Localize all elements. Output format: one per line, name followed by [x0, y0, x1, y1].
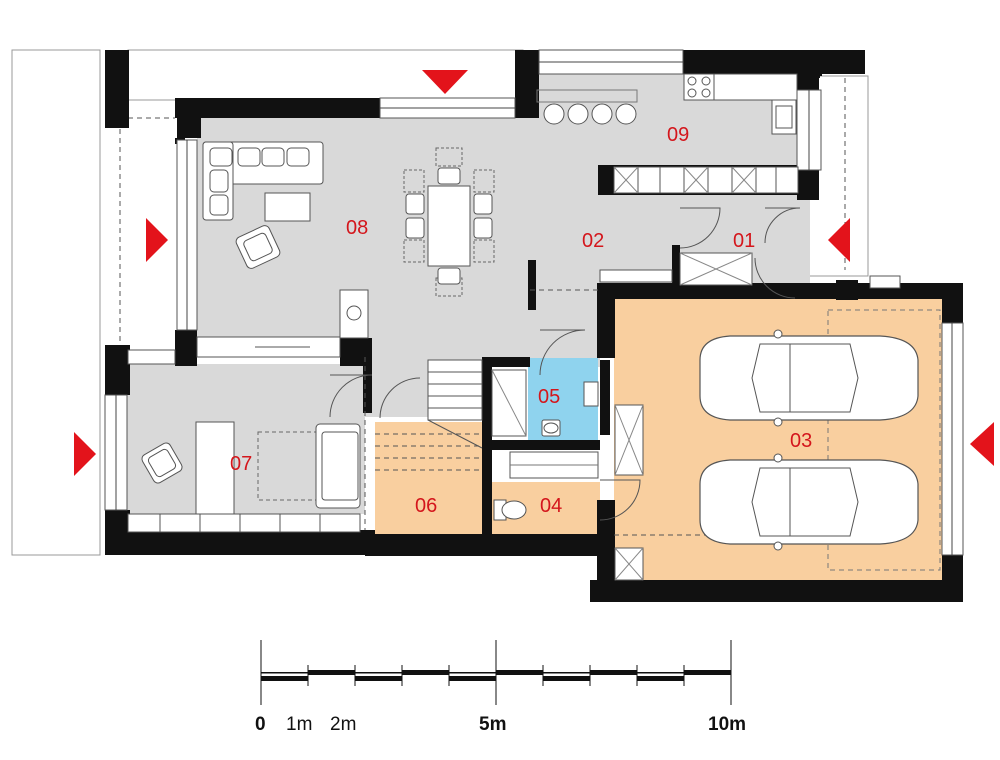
room-label-01: 01: [733, 230, 755, 252]
office-shelf: [127, 513, 361, 533]
toilet-icon: [541, 419, 561, 437]
right-entry-arrow: [828, 218, 850, 262]
room-labels: 01 02 03 04 05 06 07 08 09: [230, 124, 812, 517]
dining-table-icon: [403, 147, 495, 297]
left-lower-arrow: [74, 432, 96, 476]
room-label-04: 04: [540, 495, 562, 517]
scale-label-5m: 5m: [479, 714, 506, 735]
kitchen-counter: [613, 166, 799, 194]
top-arrow: [422, 70, 468, 94]
door-swings: [329, 207, 801, 521]
room-label-03: 03: [790, 430, 812, 452]
car-icon: [699, 453, 919, 551]
left-upper-arrow: [146, 218, 168, 262]
room-label-02: 02: [582, 230, 604, 252]
toilet-icon: [493, 499, 527, 521]
car-icon: [699, 329, 919, 427]
room-label-05: 05: [538, 386, 560, 408]
kitchen-island: [536, 89, 638, 125]
sofa-icon: [202, 141, 324, 221]
armchair-icon: [141, 442, 183, 484]
windows: [104, 49, 964, 556]
washing-machine-icon: [339, 289, 369, 339]
scale-label-1m: 1m: [286, 714, 312, 735]
armchair-icon: [235, 225, 281, 269]
desk: [195, 421, 235, 515]
room-label-09: 09: [667, 124, 689, 146]
room-label-07: 07: [230, 453, 252, 475]
room-label-08: 08: [346, 217, 368, 239]
room-06-floor: [375, 422, 482, 534]
coffee-table: [264, 192, 311, 222]
sink-icon: [771, 99, 797, 135]
scale-label-10m: 10m: [708, 714, 746, 735]
scale-label-0: 0: [255, 714, 266, 735]
sofa-icon: [315, 423, 361, 509]
shower: [491, 369, 527, 437]
staircase: [375, 359, 483, 471]
entrance-arrows: [74, 70, 994, 476]
scale-label-2m: 2m: [330, 714, 356, 735]
right-garage-arrow: [970, 422, 994, 466]
stove-icon: [683, 73, 715, 101]
room-label-06: 06: [415, 495, 437, 517]
scale-bar: 0 1m 2m 5m 10m: [255, 640, 746, 735]
